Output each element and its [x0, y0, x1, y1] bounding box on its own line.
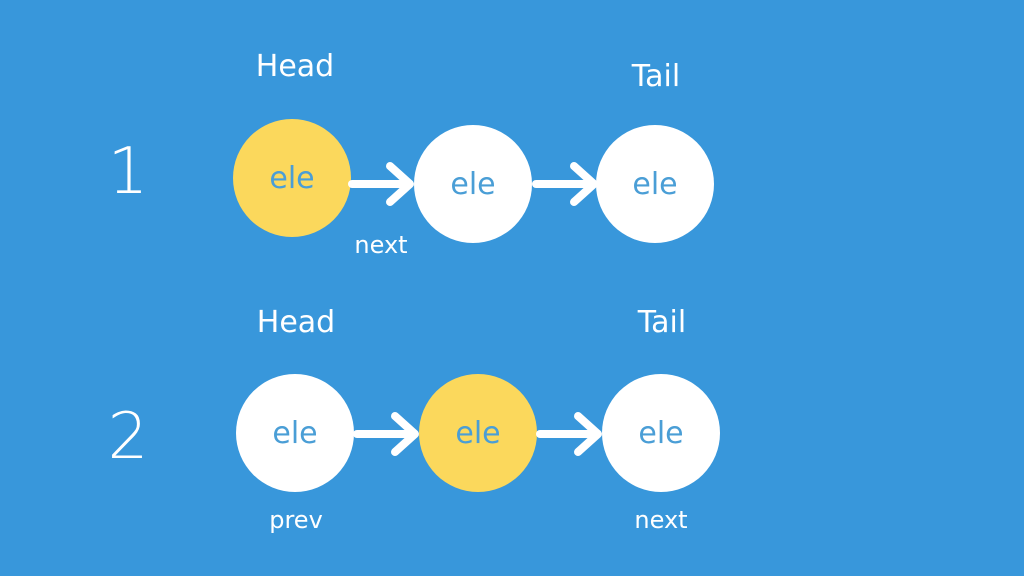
row-2-node-3: ele — [602, 374, 720, 492]
row-1-node-1: ele — [233, 119, 351, 237]
row-1-arrow-1-icon — [348, 162, 414, 206]
row-1-tail-label: Tail — [631, 59, 681, 94]
row-2-tail-label: Tail — [637, 305, 687, 340]
row-2-node-3-text: ele — [638, 415, 684, 451]
row-1-node-1-text: ele — [269, 160, 315, 196]
row-2-prev-label: prev — [269, 506, 323, 534]
row-2-arrow-2-icon — [536, 412, 602, 456]
row-1-arrow-2-icon — [532, 162, 598, 206]
row-1-next-label: next — [354, 231, 408, 259]
row-1-node-2-text: ele — [450, 166, 496, 202]
row-1-node-3: ele — [596, 125, 714, 243]
row-1-head-label: Head — [255, 49, 335, 84]
row-2-head-label: Head — [256, 305, 336, 340]
row-2-next-label: next — [634, 506, 688, 534]
row-2-arrow-1-icon — [353, 412, 419, 456]
row-2-node-2: ele — [419, 374, 537, 492]
row-1-node-3-text: ele — [632, 166, 678, 202]
row-1-number: 1 — [107, 135, 149, 209]
row-1-node-2: ele — [414, 125, 532, 243]
row-2-node-1: ele — [236, 374, 354, 492]
row-2-node-1-text: ele — [272, 415, 318, 451]
row-2-node-2-text: ele — [455, 415, 501, 451]
row-2-number: 2 — [107, 400, 149, 474]
